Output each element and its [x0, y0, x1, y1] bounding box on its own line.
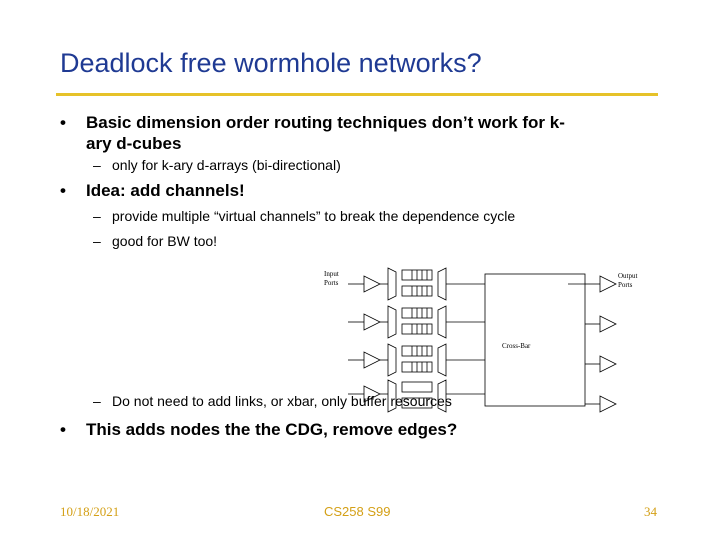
input-ports-label: Input [324, 270, 339, 278]
input-ports-label: Ports [324, 279, 339, 287]
bullet-1-sub-1: only for k-ary d-arrays (bi-directional) [112, 157, 341, 173]
footer-date: 10/18/2021 [60, 504, 120, 519]
output-ports-label: Output [618, 272, 638, 280]
output-ports-label: Ports [618, 281, 633, 289]
dash-glyph: – [93, 233, 101, 249]
router-diagram: Input Ports Output Ports Cross-Bar [324, 267, 638, 413]
title-rule [56, 93, 658, 96]
bullet-1-line2: ary d-cubes [86, 134, 182, 153]
output-port-4 [585, 395, 617, 413]
slide-title: Deadlock free wormhole networks? [60, 48, 482, 78]
bullet-2-sub-1: provide multiple “virtual channels” to b… [112, 208, 516, 224]
bullet-2-sub-2: good for BW too! [112, 233, 218, 249]
dash-glyph: – [93, 393, 101, 409]
bullet-3-line1: This adds nodes the the CDG, remove edge… [86, 420, 458, 439]
output-port-2 [585, 315, 617, 333]
bullet-glyph: • [60, 420, 66, 439]
dash-glyph: – [93, 157, 101, 173]
footer-course: CS258 S99 [324, 504, 391, 519]
crossbar-label: Cross-Bar [502, 342, 531, 350]
input-row-1 [348, 267, 485, 301]
bullet-2-sub-3: Do not need to add links, or xbar, only … [112, 393, 452, 409]
bullet-1-line1: Basic dimension order routing techniques… [86, 113, 565, 132]
bullet-glyph: • [60, 181, 66, 200]
bullet-glyph: • [60, 113, 66, 132]
footer-page-number: 34 [644, 504, 657, 519]
input-row-3 [348, 343, 485, 377]
dash-glyph: – [93, 208, 101, 224]
crossbar-box [484, 273, 586, 407]
input-row-2 [348, 305, 485, 339]
input-row-4 [348, 379, 485, 413]
bullet-2-line1: Idea: add channels! [86, 181, 245, 200]
output-port-1 [568, 275, 617, 293]
output-port-3 [585, 355, 617, 373]
